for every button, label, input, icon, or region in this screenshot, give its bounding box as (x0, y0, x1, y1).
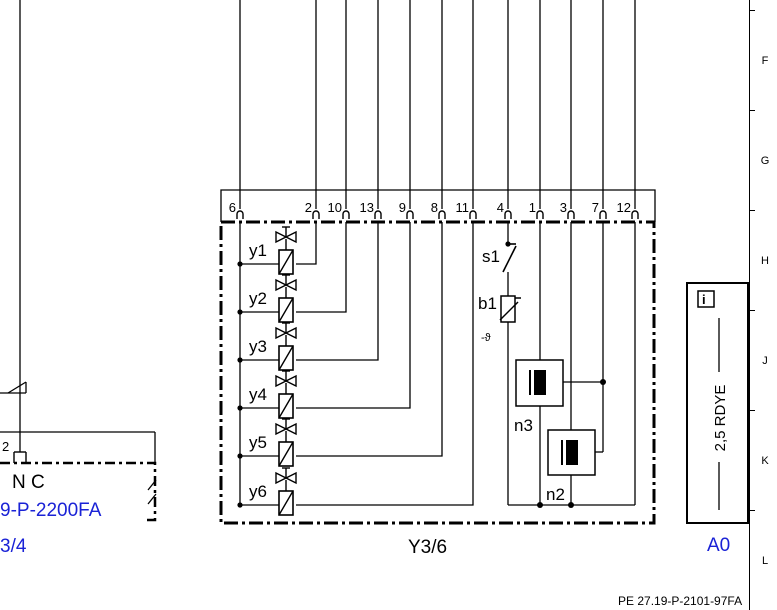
info-icon-glyph: i (702, 292, 706, 307)
pin-label-4: 4 (497, 200, 504, 215)
pin-label-13: 13 (360, 200, 374, 215)
ruler-label-h: H (761, 255, 769, 267)
valve-label-y6: y6 (249, 482, 267, 501)
junction-dot (237, 502, 243, 508)
valve-label-y4: y4 (249, 385, 267, 404)
pin-label-2: 2 (305, 200, 312, 215)
junction-dot (237, 357, 243, 363)
pin-socket (469, 210, 477, 219)
component-label-y3-6: Y3/6 (408, 537, 447, 558)
valve-label-y3: y3 (249, 337, 267, 356)
ruler-label-k: K (761, 455, 769, 467)
pin-socket (504, 210, 512, 219)
wire-spec-text: 2,5 RDYE (712, 385, 729, 452)
pin-socket (567, 210, 575, 219)
valve-label-y5: y5 (249, 433, 267, 452)
valve-label-y2: y2 (249, 289, 267, 308)
sensor-b1-symbol (499, 295, 521, 323)
module-n2-symbol (547, 429, 596, 476)
switch-s1-label: s1 (482, 247, 500, 266)
module-n3-symbol (515, 359, 564, 407)
document-id: PE 27.19-P-2101-97FA (618, 594, 743, 608)
ruler-tick (749, 410, 755, 411)
ruler-label-f: F (761, 55, 769, 67)
pin-socket (536, 210, 544, 219)
component-y3-6-boundary (219, 220, 656, 525)
ruler-label-l: L (761, 555, 769, 567)
module-n3-label: n3 (514, 416, 533, 435)
valve-y4: y4 (249, 370, 297, 419)
sensor-b1-label: b1 (478, 294, 497, 313)
pin-label-7: 7 (592, 200, 599, 215)
ruler-label-j: J (762, 355, 768, 367)
sensor-temperature-symbol: -ϑ (481, 332, 491, 344)
ruler-tick (749, 110, 755, 111)
valve-label-y1: y1 (249, 241, 267, 260)
ruler-tick (749, 210, 755, 211)
pin-socket (631, 210, 639, 219)
pin-socket (236, 210, 244, 219)
ruler-tick (749, 510, 755, 511)
wire-info-box (686, 282, 749, 524)
pin-label-1: 1 (529, 200, 536, 215)
pin-socket (374, 210, 382, 219)
wire-ref-link[interactable]: A0 (707, 535, 730, 556)
pin-label-9: 9 (399, 200, 406, 215)
junction-dot (237, 309, 243, 315)
pin-socket (342, 210, 350, 219)
pin-label-3: 3 (560, 200, 567, 215)
info-icon[interactable] (697, 290, 715, 308)
switch-s1-symbol (502, 241, 517, 273)
pin-socket (312, 210, 320, 219)
grid-ruler: F G H J K L (749, 0, 777, 610)
pin-label-6: 6 (229, 200, 236, 215)
pin-socket (406, 210, 414, 219)
junction-dot (237, 261, 243, 267)
pin-socket (599, 210, 607, 219)
junction-dot (237, 405, 243, 411)
junction-dot (237, 453, 243, 459)
valve-y3: y3 (249, 322, 297, 371)
left-ref-page-link[interactable]: 3/4 (0, 536, 27, 557)
left-component-nc: N C (12, 472, 45, 493)
valve-y6: y6 (249, 467, 297, 516)
left-ref-doc-link[interactable]: 9-P-2200FA (0, 500, 102, 521)
ruler-tick (749, 310, 755, 311)
pin-label-8: 8 (431, 200, 438, 215)
pin-label-12: 12 (617, 200, 631, 215)
ruler-tick (749, 10, 755, 11)
valve-y2: y2 (249, 274, 297, 323)
valve-y5: y5 (249, 418, 297, 467)
module-n2-label: n2 (546, 485, 565, 504)
pin-label-11: 11 (456, 200, 470, 215)
ruler-label-g: G (760, 155, 770, 167)
pin-label-10: 10 (328, 200, 342, 215)
pin-socket (438, 210, 446, 219)
valve-y1: y1 (249, 226, 297, 275)
left-pin-number: 2 (2, 439, 9, 454)
